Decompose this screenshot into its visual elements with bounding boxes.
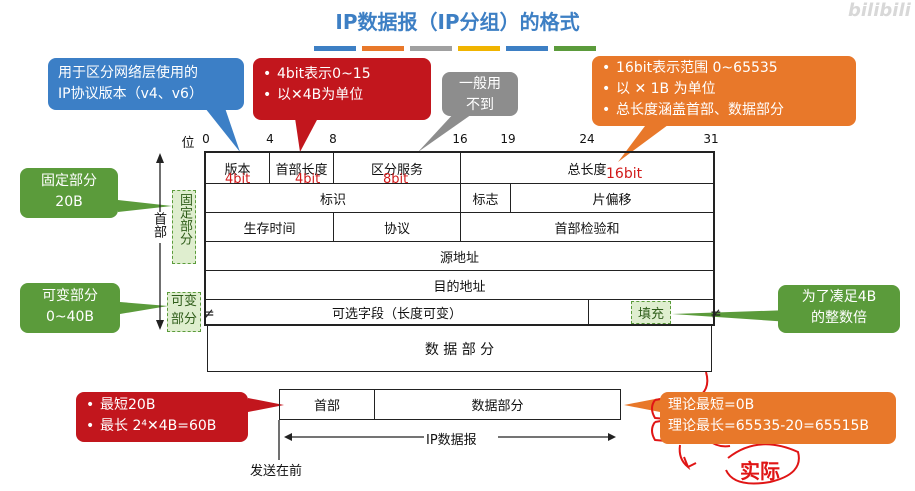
version-note-callout: 用于区分网络层使用的 IP协议版本（v4、v6） bbox=[48, 58, 244, 110]
color-swatch bbox=[458, 46, 500, 51]
ruler-prefix: 位 bbox=[181, 136, 195, 151]
field-ttl: 生存时间 bbox=[206, 212, 333, 241]
svg-text:≠: ≠ bbox=[203, 306, 215, 322]
datagram-data-label: 数据部分 bbox=[471, 399, 524, 414]
callout-line: 的整数倍 bbox=[811, 310, 867, 326]
field-tos: 区分服务 bbox=[333, 153, 460, 183]
callout-line: 以 ✕ 1B 为单位 bbox=[602, 79, 846, 100]
header-side-label: 首部 bbox=[150, 212, 166, 243]
field-header-length: 首部长度 bbox=[269, 153, 333, 183]
color-swatch bbox=[314, 46, 356, 51]
ruler-mark: 0 bbox=[202, 132, 210, 146]
header-size-note-callout: 最短20B 最长 2⁴✕4B=60B bbox=[76, 392, 248, 442]
watermark: bilibili bbox=[848, 0, 911, 21]
theory-note-callout: 理论最短=0B 理论最长=65535-20=65515B bbox=[660, 392, 896, 444]
callout-line: 理论最长=65535-20=65515B bbox=[668, 418, 870, 434]
datagram-data-box: 数据部分 bbox=[374, 389, 621, 420]
callout-line: IP协议版本（v4、v6） bbox=[58, 86, 203, 102]
callout-line: 理论最短=0B bbox=[668, 397, 755, 413]
handwritten-actual: 实际 bbox=[740, 459, 780, 483]
field-fragment-offset: 片偏移 bbox=[510, 183, 713, 212]
field-options: 可选字段（长度可变） bbox=[206, 299, 588, 324]
header-length-note-callout: 4bit表示0~15 以✕4B为单位 bbox=[253, 58, 431, 120]
padding-note-callout: 为了凑足4B 的整数倍 bbox=[778, 285, 900, 333]
callout-line: 最长 2⁴✕4B=60B bbox=[86, 416, 238, 437]
color-swatch bbox=[410, 46, 452, 51]
page-title: IP数据报（IP分组）的格式 bbox=[335, 10, 580, 34]
color-swatch bbox=[362, 46, 404, 51]
total-length-bits: 16bit bbox=[606, 166, 643, 182]
field-destination-address: 目的地址 bbox=[206, 270, 713, 299]
total-length-note-callout: 16bit表示范围 0~65535 以 ✕ 1B 为单位 总长度涵盖首部、数据部… bbox=[592, 56, 856, 126]
ruler-mark: 8 bbox=[329, 132, 337, 146]
datagram-header-box: 首部 bbox=[279, 389, 375, 420]
header-length-bits: 4bit bbox=[295, 172, 321, 187]
callout-line: 16bit表示范围 0~65535 bbox=[602, 58, 846, 79]
field-checksum: 首部检验和 bbox=[460, 212, 713, 241]
field-version: 版本 bbox=[224, 162, 251, 178]
field-padding: 填充 bbox=[630, 300, 671, 324]
ruler-mark: 4 bbox=[266, 132, 274, 146]
datagram-span-label: IP数据报 bbox=[426, 433, 477, 448]
callout-line: 4bit表示0~15 bbox=[263, 64, 421, 85]
field-flags: 标志 bbox=[460, 183, 510, 212]
callout-line: 总长度涵盖首部、数据部分 bbox=[602, 100, 846, 121]
fixed-tag-text: 固定部分 bbox=[177, 193, 192, 245]
callout-line: 一般用 bbox=[459, 76, 501, 92]
fixed-part-callout: 固定部分 20B bbox=[20, 168, 118, 218]
callout-line: 不到 bbox=[466, 97, 494, 113]
svg-text:≠: ≠ bbox=[710, 306, 722, 322]
tos-note-callout: 一般用 不到 bbox=[442, 72, 518, 116]
field-protocol: 协议 bbox=[333, 212, 460, 241]
callout-line: 20B bbox=[55, 194, 83, 210]
version-bits: 4bit bbox=[225, 172, 251, 187]
field-total-length: 总长度 bbox=[460, 153, 713, 183]
ruler-mark: 19 bbox=[500, 132, 516, 146]
callout-line: 可变部分 bbox=[42, 288, 98, 304]
variable-part-callout: 可变部分 0~40B bbox=[20, 283, 120, 333]
color-swatch bbox=[554, 46, 596, 51]
ruler-mark: 31 bbox=[703, 132, 719, 146]
header-format-table: 版本 首部长度 区分服务 总长度 标识 标志 片偏移 生存时间 协议 首部检验和… bbox=[204, 151, 715, 326]
field-source-address: 源地址 bbox=[206, 241, 713, 270]
callout-line: 最短20B bbox=[86, 395, 238, 416]
color-swatch bbox=[506, 46, 548, 51]
field-padding-cell: 填充 bbox=[588, 299, 713, 324]
callout-line: 0~40B bbox=[45, 309, 95, 325]
callout-line: 以✕4B为单位 bbox=[263, 85, 421, 106]
field-identification: 标识 bbox=[206, 183, 460, 212]
header-label-text: 首部 bbox=[151, 212, 166, 238]
send-first-label: 发送在前 bbox=[250, 464, 303, 479]
variable-part-tag: 可变部分 bbox=[167, 292, 201, 332]
ruler-mark: 24 bbox=[579, 132, 595, 146]
variable-tag-text: 可变部分 bbox=[170, 294, 197, 327]
data-section: 数 据 部 分 bbox=[207, 326, 712, 372]
fixed-part-tag: 固定部分 bbox=[172, 190, 196, 264]
datagram-header-label: 首部 bbox=[313, 399, 340, 414]
tos-bits: 8bit bbox=[383, 172, 409, 187]
callout-line: 为了凑足4B bbox=[801, 289, 877, 305]
callout-line: 固定部分 bbox=[41, 173, 97, 189]
callout-line: 用于区分网络层使用的 bbox=[58, 65, 198, 81]
ruler-mark: 16 bbox=[452, 132, 468, 146]
data-section-label: 数 据 部 分 bbox=[424, 341, 495, 358]
